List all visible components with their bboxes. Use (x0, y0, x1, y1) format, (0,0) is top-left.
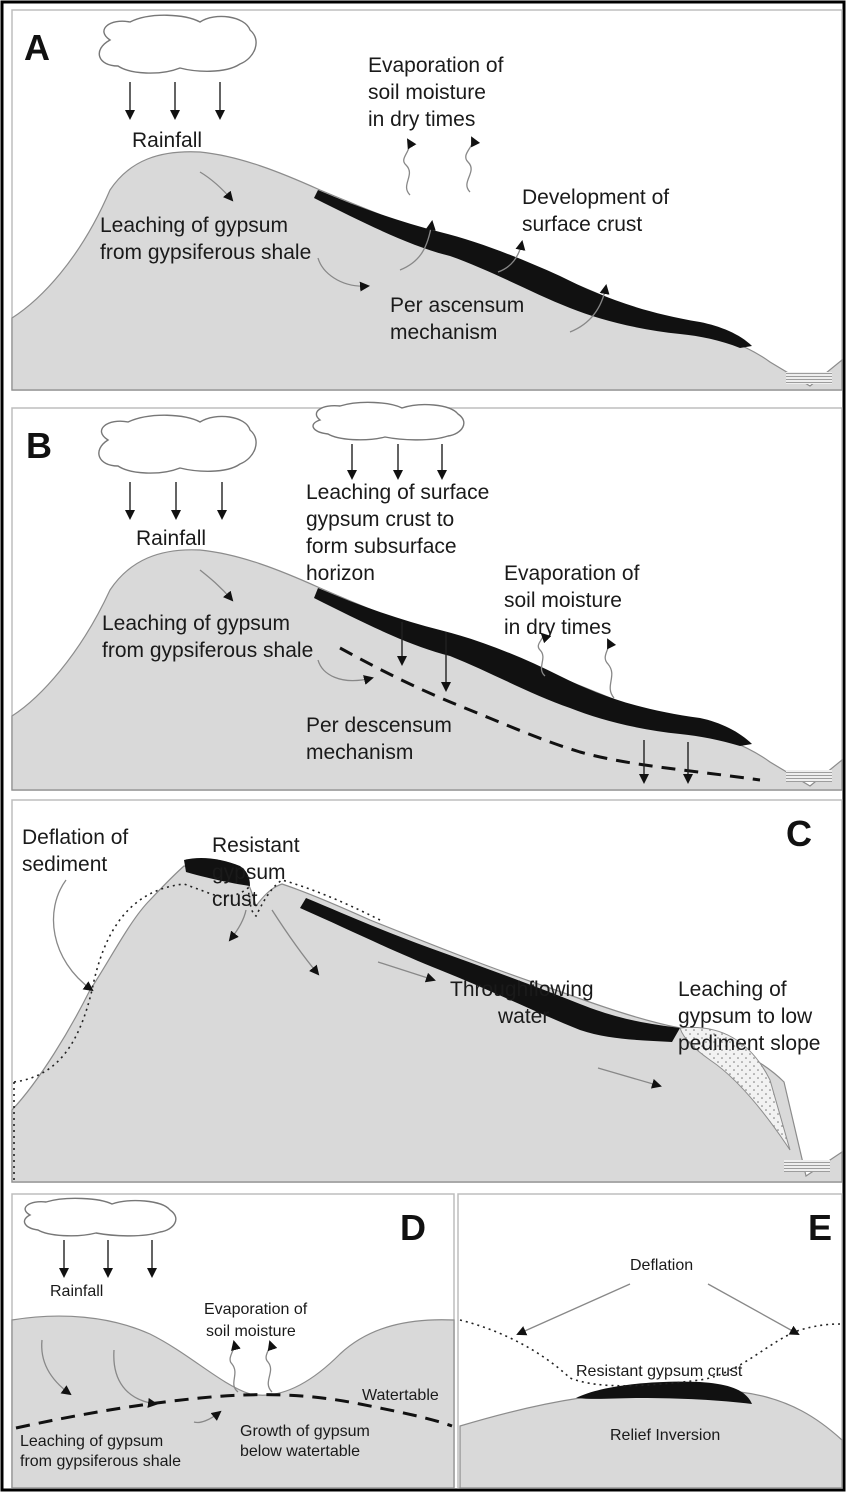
panel-a-evap-3: in dry times (368, 108, 475, 131)
panel-a-crust-1: Development of (522, 186, 669, 209)
panel-b-cloud-left (98, 414, 257, 474)
panel-a-evap-wisp-2 (465, 136, 481, 193)
panel-b-rainfall-label: Rainfall (136, 527, 206, 550)
panel-b-leach-arrow-1 (199, 569, 234, 602)
panel-b-surface-crust (314, 588, 752, 746)
panel-a-mech-1: Per ascensum (390, 294, 524, 317)
panel-b-leach-surface-2: gypsum crust to (306, 508, 454, 531)
panel-b-mech-2: mechanism (306, 741, 413, 764)
panel-a-evap-2: soil moisture (368, 81, 486, 104)
panel-b-subsurface-horizon (339, 646, 761, 782)
panel-d-evap-wisp-2 (265, 1340, 278, 1393)
panel-c-letter: C (786, 813, 812, 854)
panel-c-ground (11, 865, 843, 1183)
panel-e-relief-label: Relief Inversion (610, 1427, 720, 1444)
panel-c-resistant-1: Resistant (212, 834, 300, 857)
panel-e: E Deflation Resistant gypsum crust Relie… (457, 1193, 843, 1489)
panel-a-mech-2: mechanism (390, 321, 497, 344)
panel-c-leach-low-2: gypsum to low (678, 1005, 813, 1028)
panel-a-rainfall-label: Rainfall (132, 129, 202, 152)
panel-e-resistant-label: Resistant gypsum crust (576, 1363, 743, 1380)
panel-c-resistant-2: gypsum (212, 861, 286, 884)
panel-a-evap-wisp-1 (403, 138, 417, 196)
panel-c-leach-low-3: pediment slope (678, 1032, 820, 1055)
panel-e-deflation-arrow-left (516, 1283, 631, 1336)
panel-d-leach-arrow-1 (41, 1339, 72, 1396)
panel-b-mech-1: Per descensum (306, 714, 452, 737)
panel-c-slope-crust (300, 898, 680, 1042)
panel-b-letter: B (26, 425, 52, 466)
panel-b-leach-arrow-2 (317, 659, 374, 685)
panel-d-leach-1: Leaching of gypsum (20, 1433, 163, 1450)
panel-a-cloud (98, 14, 257, 74)
panel-d-evap-1: Evaporation of (204, 1301, 308, 1318)
panel-b-evap-wisp-1 (537, 632, 552, 677)
panel-a-stream (786, 372, 832, 384)
panel-c-resistant-3: crust (212, 888, 258, 911)
panel-a-leach-arrow-2 (317, 257, 370, 292)
panel-a-ascend-arrow-1 (399, 220, 436, 271)
panel-b: B Rainfall Leaching of surface gypsum cr… (11, 401, 843, 791)
panel-d: D Rainfall Evaporation of soil moisture … (11, 1193, 455, 1489)
panel-e-deflation-label: Deflation (630, 1257, 693, 1274)
panel-a-evap-1: Evaporation of (368, 54, 504, 77)
panel-c-deflation-2: sediment (22, 853, 107, 876)
panel-a-ascend-arrow-3 (569, 284, 610, 333)
panel-a-crust-2: surface crust (522, 213, 642, 236)
panel-b-leach-surface-1: Leaching of surface (306, 481, 489, 504)
panel-d-evap-wisp-1 (229, 1340, 241, 1393)
panel-d-leach-2: from gypsiferous shale (20, 1453, 181, 1470)
panel-e-former-surface (459, 1319, 841, 1387)
panel-a-leach-2: from gypsiferous shale (100, 241, 311, 264)
panel-d-leach-arrow-2 (113, 1349, 158, 1408)
panel-a-ascend-arrow-2 (497, 240, 526, 273)
panel-e-letter: E (808, 1207, 832, 1248)
panel-d-letter: D (400, 1207, 426, 1248)
panel-a-leach-arrow-1 (199, 171, 234, 202)
panel-b-cloud-right (312, 401, 465, 441)
panel-c-summit-crust (184, 858, 250, 886)
panel-b-leach-surface-4: horizon (306, 562, 375, 585)
panel-c-former-surface (13, 879, 381, 1083)
panel-c-stream (784, 1160, 830, 1172)
panel-d-growth-2: below watertable (240, 1443, 360, 1460)
panel-b-leach-2: from gypsiferous shale (102, 639, 313, 662)
panel-e-crust (576, 1381, 752, 1404)
panel-d-growth-arrow (193, 1410, 222, 1424)
panel-c-through-arrow-1 (377, 961, 436, 983)
panel-d-watertable-label: Watertable (362, 1387, 439, 1404)
panel-c-pediment-deposit (679, 1026, 791, 1151)
panel-c-deflation-1: Deflation of (22, 826, 128, 849)
panel-d-rainfall-label: Rainfall (50, 1283, 103, 1300)
panel-a-surface-crust (314, 190, 752, 348)
panel-b-evap-3: in dry times (504, 616, 611, 639)
panel-d-cloud (23, 1197, 177, 1237)
panel-c: C Deflation of sediment Resistant gypsum… (11, 799, 843, 1183)
panel-e-deflation-arrow-right (707, 1283, 800, 1335)
panel-c-deflation-arrow (52, 879, 94, 992)
panel-b-leach-surface-3: form subsurface (306, 535, 457, 558)
panel-a-letter: A (24, 27, 50, 68)
panel-b-evap-1: Evaporation of (504, 562, 640, 585)
panel-c-through-2: water (497, 1005, 549, 1028)
panel-b-stream (786, 770, 832, 782)
panel-c-leach-low-1: Leaching of (678, 978, 787, 1001)
panel-b-evap-wisp-2 (604, 638, 617, 699)
panel-d-growth-1: Growth of gypsum (240, 1423, 370, 1440)
panel-c-resistant-arrow-1 (228, 909, 247, 942)
panel-a-leach-1: Leaching of gypsum (100, 214, 288, 237)
panel-a: A Rainfall Evaporation of soil moisture … (11, 9, 843, 391)
panel-c-resistant-arrow-2 (271, 909, 320, 976)
panel-b-evap-2: soil moisture (504, 589, 622, 612)
panel-c-through-1: Throughflowing (450, 978, 594, 1001)
panel-c-through-arrow-2 (597, 1067, 662, 1089)
panel-b-leach-1: Leaching of gypsum (102, 612, 290, 635)
panel-d-evap-2: soil moisture (206, 1323, 296, 1340)
